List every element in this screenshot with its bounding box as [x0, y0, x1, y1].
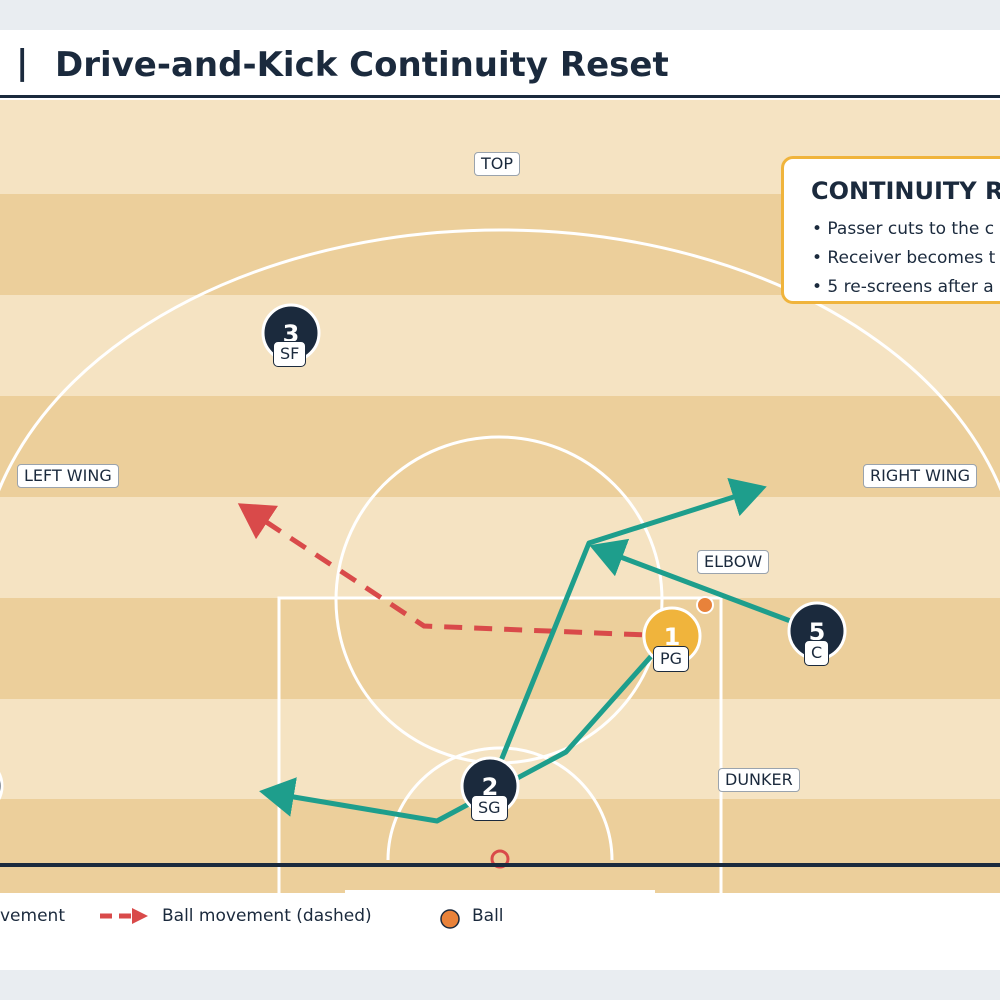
three-point-arc [0, 228, 1000, 492]
legend-ball-movement-swatch [100, 908, 148, 924]
player-5-number: 5 [809, 618, 826, 646]
diagram-card: | Drive-and-Kick Continuity Reset [0, 30, 1000, 970]
sg-cut-path [487, 478, 767, 789]
player-4[interactable]: 4 [0, 758, 4, 814]
player-1-position-label: PG [653, 646, 690, 672]
zone-label-elbow: ELBOW [697, 550, 770, 574]
rules-title: CONTINUITY R [811, 177, 1000, 205]
court-baseline [0, 863, 1000, 867]
player-1-number: 1 [664, 623, 681, 651]
legend-ball-movement-label: Ball movement (dashed) [162, 906, 372, 926]
hoop [490, 849, 510, 869]
legend-player-movement-label: vement [0, 906, 65, 926]
zone-label-top: TOP [474, 152, 521, 176]
page-title: Drive-and-Kick Continuity Reset [55, 45, 669, 85]
player-2-number: 2 [482, 773, 499, 801]
player-5-position-label: C [804, 640, 830, 666]
player-2-position-label: SG [471, 795, 508, 821]
ball-movement-path [237, 503, 673, 639]
legend-ball-icon [440, 909, 460, 929]
player-3-position-label: SF [273, 341, 307, 367]
zone-label-dunker: DUNKER [718, 768, 800, 792]
rule-item: • 5 re-screens after a [812, 277, 994, 297]
header: | Drive-and-Kick Continuity Reset [0, 30, 1000, 98]
rule-item: • Passer cuts to the c [812, 219, 995, 239]
c-screen-path [589, 538, 818, 634]
paint [277, 596, 723, 893]
legend-ball-label: Ball [472, 906, 504, 926]
ball-marker [696, 596, 714, 614]
zone-label-right-wing: RIGHT WING [863, 464, 978, 488]
zone-label-left-wing: LEFT WING [17, 464, 119, 488]
restricted-arc [386, 746, 614, 861]
header-separator: | [16, 43, 29, 83]
rule-item: • Receiver becomes t [812, 248, 996, 268]
continuity-rules-panel: CONTINUITY R • Passer cuts to the c • Re… [781, 156, 1000, 304]
legend: vement Ball movement (dashed) Ball [0, 900, 1000, 940]
